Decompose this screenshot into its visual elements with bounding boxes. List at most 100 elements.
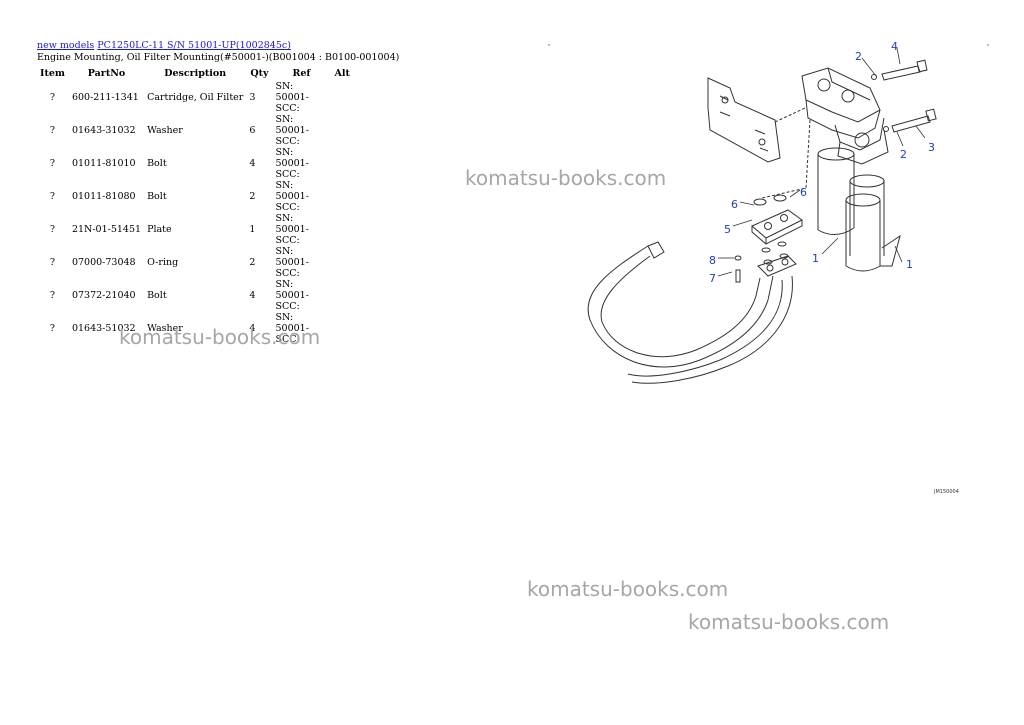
cell-partno: 01011-81010: [71, 158, 136, 169]
table-header-row: Item PartNo Description Qty Ref Alt: [36, 66, 354, 81]
cell-partno: 07000-73048: [71, 257, 136, 268]
drawing-code: JM150004: [934, 489, 959, 495]
ref-scc: SCC:: [275, 301, 300, 312]
cell-item: ?: [49, 224, 56, 235]
cell-partno: 07372-21040: [71, 290, 136, 301]
callout-number: 2: [900, 148, 907, 161]
ref-sn: SN: 50001-: [275, 180, 309, 202]
ref-sn: SN: 50001-: [275, 246, 309, 268]
breadcrumb-link-new-models[interactable]: new models: [37, 40, 95, 51]
parts-diagram: [587, 59, 937, 384]
cell-description: Bolt: [147, 191, 167, 202]
cell-partno: 01643-51032: [71, 323, 136, 334]
leader-line: [915, 125, 926, 139]
table-row: ? 21N-01-51451 Plate 1 SN: 50001-SCC:: [36, 213, 354, 246]
leader-line: [717, 271, 733, 277]
callout-number: 4: [891, 40, 898, 53]
ref-scc: SCC:: [275, 169, 300, 180]
cell-item: ?: [49, 290, 56, 301]
cell-item: ?: [49, 125, 56, 136]
table-row: ? 01011-81010 Bolt 4 SN: 50001-SCC:: [36, 147, 354, 180]
table-row: ? 07000-73048 O-ring 2 SN: 50001-SCC:: [36, 246, 354, 279]
ref-scc: SCC:: [275, 334, 300, 345]
table-row: ? 01643-51032 Washer 4 SN: 50001-SCC:: [36, 312, 354, 345]
cell-ref: SN: 50001-SCC:: [273, 180, 331, 213]
cell-item: ?: [49, 257, 56, 268]
cell-partno: 600-211-1341: [71, 92, 139, 103]
cell-item: ?: [49, 92, 56, 103]
cell-partno: 01011-81080: [71, 191, 136, 202]
cell-qty: 1: [249, 224, 256, 235]
callout-number: 1: [906, 258, 913, 271]
cell-partno: 01643-31032: [71, 125, 136, 136]
cell-qty: 4: [249, 323, 256, 334]
cell-qty: 3: [249, 92, 256, 103]
cell-item: ?: [49, 158, 56, 169]
callout-number: 8: [709, 254, 716, 267]
ref-sn: SN: 50001-: [275, 312, 309, 334]
cell-partno: 21N-01-51451: [71, 224, 142, 235]
cell-qty: 4: [249, 290, 256, 301]
col-header-ref: Ref: [292, 68, 311, 79]
leader-line: [821, 237, 839, 255]
ref-sn: SN: 50001-: [275, 279, 309, 301]
col-header-item: Item: [40, 68, 65, 79]
cell-qty: 2: [249, 257, 256, 268]
callout-number: 7: [709, 272, 716, 285]
col-header-description: Description: [164, 68, 227, 79]
scan-dot: [987, 44, 989, 46]
cell-qty: 6: [249, 125, 256, 136]
cell-item: ?: [49, 191, 56, 202]
ref-sn: SN: 50001-: [275, 81, 309, 103]
leader-line: [789, 189, 801, 198]
cell-qty: 4: [249, 158, 256, 169]
ref-scc: SCC:: [275, 268, 300, 279]
cell-description: Plate: [147, 224, 172, 235]
callout-number: 6: [800, 186, 807, 199]
parts-table: Item PartNo Description Qty Ref Alt ? 60…: [36, 66, 354, 345]
cell-description: Bolt: [147, 158, 167, 169]
cell-ref: SN: 50001-SCC:: [273, 114, 331, 147]
breadcrumb-link-model[interactable]: PC1250LC-11 S/N 51001-UP(1002845c): [97, 40, 291, 51]
watermark: komatsu-books.com: [527, 577, 729, 601]
ref-sn: SN: 50001-: [275, 114, 309, 136]
cell-description: Washer: [147, 323, 183, 334]
callout-number: 3: [928, 141, 935, 154]
callout-number: 1: [812, 252, 819, 265]
callout-number: 5: [724, 223, 731, 236]
table-row: ? 07372-21040 Bolt 4 SN: 50001-SCC:: [36, 279, 354, 312]
cell-ref: SN: 50001-SCC:: [273, 312, 331, 345]
table-row: ? 01011-81080 Bolt 2 SN: 50001-SCC:: [36, 180, 354, 213]
ref-scc: SCC:: [275, 202, 300, 213]
leader-line: [896, 47, 901, 65]
ref-sn: SN: 50001-: [275, 213, 309, 235]
leader-line: [894, 245, 903, 263]
col-header-alt: Alt: [334, 68, 350, 79]
leader-line: [861, 57, 877, 77]
col-header-partno: PartNo: [87, 68, 126, 79]
cell-qty: 2: [249, 191, 256, 202]
ref-scc: SCC:: [275, 136, 300, 147]
scan-dot: [548, 44, 550, 46]
cell-ref: SN: 50001-SCC:: [273, 81, 331, 114]
cell-ref: SN: 50001-SCC:: [273, 147, 331, 180]
ref-scc: SCC:: [275, 103, 300, 114]
watermark: komatsu-books.com: [688, 610, 890, 634]
callout-number: 2: [855, 50, 862, 63]
watermark: komatsu-books.com: [465, 166, 667, 190]
leader-line: [732, 219, 753, 227]
ref-sn: SN: 50001-: [275, 147, 309, 169]
cell-description: O-ring: [147, 257, 179, 268]
cell-ref: SN: 50001-SCC:: [273, 279, 331, 312]
breadcrumb: new models PC1250LC-11 S/N 51001-UP(1002…: [37, 40, 291, 51]
col-header-qty: Qty: [250, 68, 269, 79]
leader-line: [896, 131, 904, 147]
table-row: ? 01643-31032 Washer 6 SN: 50001-SCC:: [36, 114, 354, 147]
cell-ref: SN: 50001-SCC:: [273, 213, 331, 246]
cell-description: Cartridge, Oil Filter: [147, 92, 244, 103]
ref-scc: SCC:: [275, 235, 300, 246]
cell-ref: SN: 50001-SCC:: [273, 246, 331, 279]
watermark: komatsu-books.com: [119, 325, 321, 349]
callout-number: 6: [731, 198, 738, 211]
